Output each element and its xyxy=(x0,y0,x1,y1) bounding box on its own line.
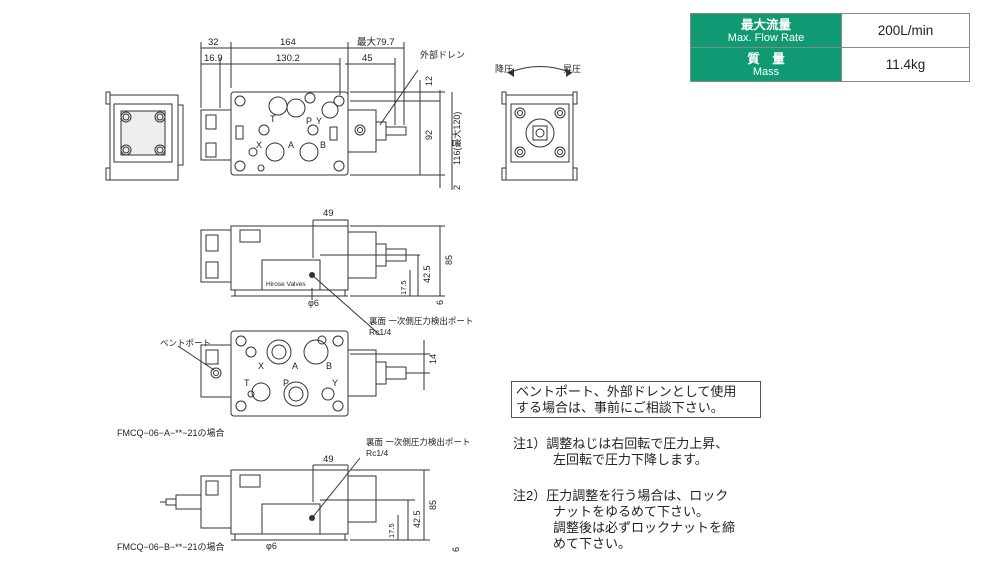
b-dim-49: 49 xyxy=(323,454,334,465)
rotation-up-label: 昇圧 xyxy=(563,64,581,74)
b-variant-view xyxy=(160,457,430,541)
spec-mass-label-jp: 質 量 xyxy=(747,51,785,66)
b-dim-85: 85 xyxy=(428,500,438,510)
bottom-port-y: Y xyxy=(332,378,338,388)
front-view xyxy=(200,219,445,336)
spec-mass-header: 質 量 Mass xyxy=(690,47,842,82)
b-dim-425: 42.5 xyxy=(412,510,422,528)
note1-line2: 左回転で圧力下降します。 xyxy=(553,452,708,467)
dim-164: 164 xyxy=(280,37,296,48)
spec-flow-value: 200L/min xyxy=(841,13,970,48)
brand-label: Hirose Valves xyxy=(266,281,306,288)
bottom-port-t: T xyxy=(244,378,250,388)
dim-32: 32 xyxy=(208,37,219,48)
caption-a: FMCQ−06−A−**−21の場合 xyxy=(117,427,225,438)
note2: 注2）圧力調整を行う場合は、ロック ナットをゆるめて下さい。 調整後は必ずロック… xyxy=(513,488,735,552)
port-b-label: B xyxy=(320,140,326,150)
port-x-label: X xyxy=(256,140,262,150)
dim-92: 92 xyxy=(424,130,434,140)
front-dim-phi6: φ6 xyxy=(308,298,319,308)
back-port-label-2: Rc1/4 xyxy=(369,327,391,337)
consultation-note-line2: する場合は、事前にご相談下さい。 xyxy=(516,400,724,415)
bottom-view xyxy=(177,330,430,417)
note2-line3: 調整後は必ずロックナットを締 xyxy=(553,520,736,535)
port-y-label: Y xyxy=(316,116,322,126)
note1: 注1）調整ねじは右回転で圧力上昇、 左回転で圧力下降します。 xyxy=(513,436,728,468)
bottom-port-p: P xyxy=(283,378,289,388)
bottom-port-b: B xyxy=(326,361,332,371)
b-dim-phi6: φ6 xyxy=(266,541,277,551)
dim-2: 2 xyxy=(452,185,462,190)
spec-mass-value: 11.4kg xyxy=(841,47,970,82)
port-p-label: P xyxy=(306,116,312,126)
front-dim-6: 6 xyxy=(435,300,445,305)
front-dim-49: 49 xyxy=(323,208,334,219)
front-dim-175: 17.5 xyxy=(399,280,408,295)
top-view xyxy=(200,42,453,190)
dim-max-797: 最大79.7 xyxy=(357,36,395,48)
spec-flow-header: 最大流量 Max. Flow Rate xyxy=(690,13,842,48)
spec-flow-label-jp: 最大流量 xyxy=(740,17,791,32)
b-dim-6: 6 xyxy=(451,547,461,552)
spec-mass-label-en: Mass xyxy=(752,65,780,78)
spec-row-flow: 最大流量 Max. Flow Rate 200L/min xyxy=(690,13,970,48)
spec-flow-label-en: Max. Flow Rate xyxy=(727,31,805,44)
front-dim-425: 42.5 xyxy=(422,265,432,283)
note1-line1: 注1）調整ねじは右回転で圧力上昇、 xyxy=(513,436,729,451)
dim-116: 116(最大120) xyxy=(451,112,462,165)
note2-line1: 注2）圧力調整を行う場合は、ロック xyxy=(513,488,729,503)
drain-label: 外部ドレン xyxy=(420,49,465,60)
port-t-label: T xyxy=(270,114,276,124)
note2-line4: めて下さい。 xyxy=(553,536,632,551)
front-dim-85: 85 xyxy=(444,255,454,265)
consultation-note-line1: ベントポート、外部ドレンとして使用 xyxy=(516,384,737,399)
bottom-port-x: X xyxy=(258,361,264,371)
dim-45: 45 xyxy=(362,53,373,64)
rotation-down-label: 降圧 xyxy=(495,63,513,74)
note2-line2: ナットをゆるめて下さい。 xyxy=(553,504,710,519)
b-back-port-label-1: 裏面 一次側圧力検出ポート xyxy=(366,437,470,447)
dim-12: 12 xyxy=(424,76,434,86)
consultation-note-box: ベントポート、外部ドレンとして使用 する場合は、事前にご相談下さい。 xyxy=(511,381,761,418)
spec-table: 最大流量 Max. Flow Rate 200L/min 質 量 Mass 11… xyxy=(690,13,970,82)
b-dim-175: 17.5 xyxy=(387,523,396,538)
bottom-dim-14: 14 xyxy=(428,354,438,364)
dim-1302: 130.2 xyxy=(276,53,300,64)
back-port-label-1: 裏面 一次側圧力検出ポート xyxy=(369,316,473,326)
left-side-view xyxy=(105,91,184,181)
port-a-label: A xyxy=(288,140,294,150)
b-back-port-label-2: Rc1/4 xyxy=(366,448,388,458)
bottom-port-a: A xyxy=(292,361,298,371)
dim-169: 16.9 xyxy=(204,53,223,64)
right-end-view xyxy=(501,66,578,181)
vent-port-label: ベントポート xyxy=(160,338,211,348)
spec-row-mass: 質 量 Mass 11.4kg xyxy=(690,47,970,82)
caption-b: FMCQ−06−B−**−21の場合 xyxy=(117,541,225,552)
